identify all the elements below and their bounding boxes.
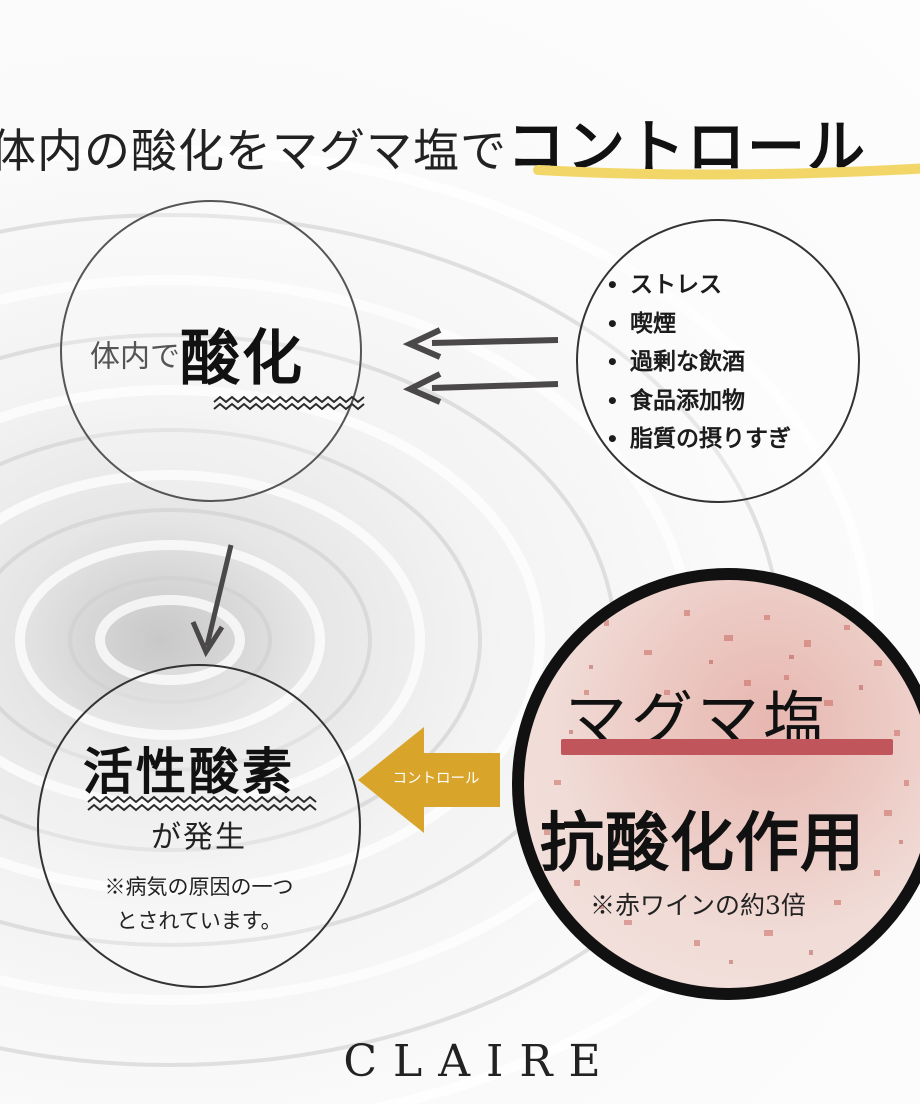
active-oxygen-note-line1: ※病気の原因の一つ xyxy=(104,875,294,899)
factor-item: 過剰な飲酒 xyxy=(606,343,791,382)
factor-item: ストレス xyxy=(606,266,791,305)
salt-crystals-image xyxy=(544,610,909,964)
factor-item: 喫煙 xyxy=(606,305,791,344)
brand-logo: CLAIRE xyxy=(343,1036,617,1087)
magma-salt-note: ※赤ワインの約3倍 xyxy=(590,891,806,920)
factor-item: 脂質の摂りすぎ xyxy=(606,420,791,459)
active-oxygen-subtitle: が発生 xyxy=(151,820,247,855)
factors-list: ストレス 喫煙 過剰な飲酒 食品添加物 脂質の摂りすぎ xyxy=(606,266,791,459)
oxidation-emphasis: 酸化 xyxy=(180,324,304,394)
magma-salt-circle xyxy=(512,568,920,1000)
oxidation-circle xyxy=(60,200,362,502)
headline: 体内の酸化をマグマ塩でコントロール xyxy=(0,100,867,184)
control-arrow xyxy=(358,727,500,833)
control-arrow-label: コントロール xyxy=(392,771,480,787)
magma-salt-underline xyxy=(561,739,893,755)
oxidation-label: 体内で酸化 xyxy=(90,310,390,397)
factor-item: 食品添加物 xyxy=(606,382,791,421)
headline-bold-text: コントロール xyxy=(507,113,868,181)
headline-normal-text: 体内の酸化をマグマ塩で xyxy=(0,124,507,178)
active-oxygen-note-line2: とされています。 xyxy=(116,909,282,933)
oxidation-prefix: 体内で xyxy=(90,339,180,375)
active-oxygen-title: 活性酸素 xyxy=(83,742,295,801)
active-oxygen-circle xyxy=(37,664,361,988)
active-oxygen-note: ※病気の原因の一つ とされています。 xyxy=(64,870,334,938)
antioxidant-effect-text: 抗酸化作用 xyxy=(540,806,865,881)
